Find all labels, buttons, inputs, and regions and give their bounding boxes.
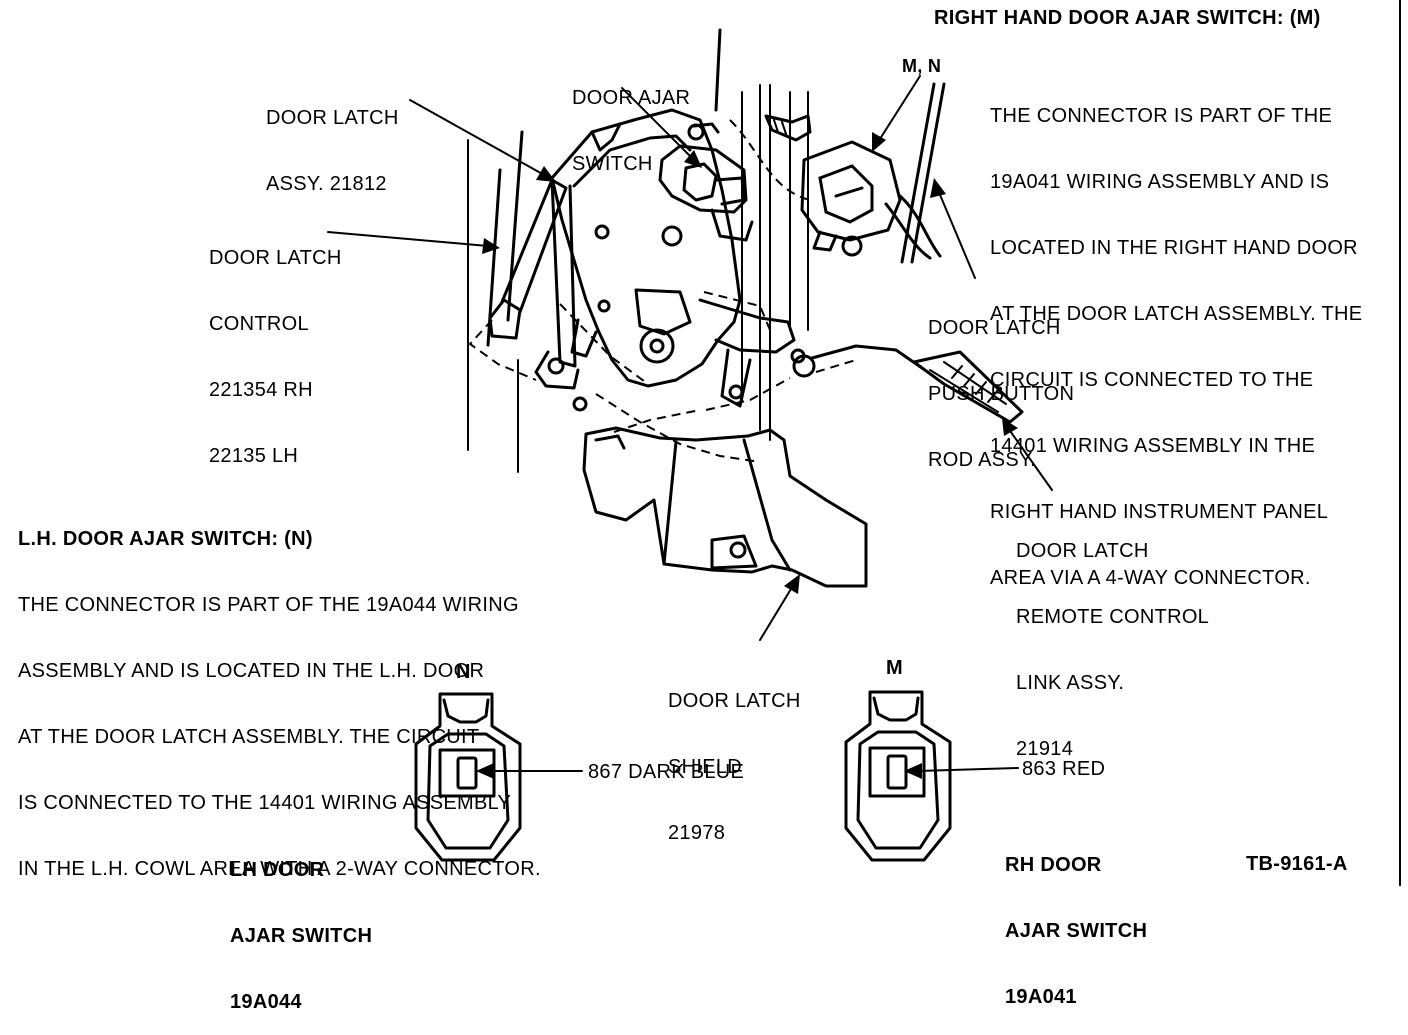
callout-line: ASSY. 21812 [266, 173, 387, 195]
right-hand-switch-description: THE CONNECTOR IS PART OF THE 19A041 WIRI… [990, 61, 1362, 611]
push-button-rod-part [900, 82, 946, 264]
right-desc-line: AT THE DOOR LATCH ASSEMBLY. THE [990, 303, 1363, 325]
callout-line: REMOTE CONTROL [1016, 606, 1210, 628]
right-desc-line: CIRCUIT IS CONNECTED TO THE [990, 369, 1314, 391]
callout-line: 22135 LH [209, 445, 299, 467]
lh-wire-label: 867 DARK BLUE [588, 761, 745, 783]
right-hand-switch-title: RIGHT HAND DOOR AJAR SWITCH: (M) [934, 7, 1321, 29]
right-desc-line: 14401 WIRING ASSEMBLY IN THE [990, 435, 1316, 457]
lh-note-line: IS CONNECTED TO THE 14401 WIRING ASSEMBL… [18, 792, 512, 814]
lh-note-line: ASSEMBLY AND IS LOCATED IN THE L.H. DOOR [18, 660, 485, 682]
callout-line: 221354 RH [209, 379, 313, 401]
right-desc-line: THE CONNECTOR IS PART OF THE [990, 105, 1333, 127]
door-latch-assy-callout: DOOR LATCH ASSY. 21812 [266, 63, 399, 217]
push-button-rod-callout: DOOR LATCH PUSH BUTTON ROD ASSY. [928, 273, 1074, 493]
mn-connector-part [729, 119, 942, 260]
latch-diagram-drawing [327, 0, 1401, 886]
lh-note-line: AT THE DOOR LATCH ASSEMBLY. THE CIRCUIT [18, 726, 480, 748]
door-ajar-switch-part [658, 144, 754, 242]
rh-wire-label: 863 RED [1022, 758, 1106, 780]
callout-line: SWITCH [572, 153, 653, 175]
rh-connector-caption: RH DOOR AJAR SWITCH 19A041 [1005, 810, 1147, 1030]
caption-line: RH DOOR [1005, 854, 1102, 876]
lh-note-line: IN THE L.H. COWL AREA WITH A 2-WAY CONNE… [18, 858, 541, 880]
callout-line: DOOR LATCH [1016, 540, 1149, 562]
remote-control-link-part [790, 344, 1024, 424]
door-latch-control-callout: DOOR LATCH CONTROL 221354 RH 22135 LH [209, 203, 342, 489]
rh-connector-letter: M [886, 657, 903, 679]
door-latch-shield-callout: DOOR LATCH SHIELD 21978 [668, 646, 801, 866]
lh-switch-note: L.H. DOOR AJAR SWITCH: (N) THE CONNECTOR… [18, 484, 541, 902]
callout-line: DOOR LATCH [266, 107, 399, 129]
door-panel-lines [467, 28, 809, 473]
screw-part [764, 114, 812, 142]
lh-connector-face [414, 692, 522, 862]
lh-connector-caption: LH DOOR AJAR SWITCH 19A044 [230, 815, 372, 1035]
right-desc-line: 19A041 WIRING ASSEMBLY AND IS [990, 171, 1330, 193]
callout-line: ROD ASSY. [928, 449, 1036, 471]
right-desc-line: LOCATED IN THE RIGHT HAND DOOR [990, 237, 1358, 259]
callout-line: 21978 [668, 822, 726, 844]
remote-control-link-callout: DOOR LATCH REMOTE CONTROL LINK ASSY. 219… [1016, 496, 1209, 782]
lh-switch-note-title: L.H. DOOR AJAR SWITCH: (N) [18, 528, 313, 550]
callout-line: DOOR AJAR [572, 87, 691, 109]
rh-connector-face [844, 690, 952, 862]
callout-line: PUSH BUTTON [928, 383, 1075, 405]
right-desc-line: AREA VIA A 4-WAY CONNECTOR. [990, 567, 1311, 589]
caption-line: AJAR SWITCH [1005, 920, 1148, 942]
caption-line: 19A041 [1005, 986, 1077, 1008]
caption-line: LH DOOR [230, 859, 325, 881]
lh-connector-letter: N [456, 661, 471, 683]
door-ajar-switch-callout: DOOR AJAR SWITCH [572, 43, 690, 197]
mn-connector-callout: M, N [902, 56, 942, 76]
right-desc-line: RIGHT HAND INSTRUMENT PANEL [990, 501, 1329, 523]
caption-line: 19A044 [230, 991, 302, 1013]
callout-line: DOOR LATCH [928, 317, 1061, 339]
callout-line: DOOR LATCH [668, 690, 801, 712]
door-latch-shield-part [582, 409, 868, 588]
callout-line: SHIELD [668, 756, 743, 778]
callout-line: 21914 [1016, 738, 1074, 760]
callout-line: LINK ASSY. [1016, 672, 1125, 694]
door-latch-assembly-part [534, 108, 796, 412]
lh-note-line: THE CONNECTOR IS PART OF THE 19A044 WIRI… [18, 594, 519, 616]
figure-id: TB-9161-A [1246, 853, 1348, 875]
callout-line: DOOR LATCH [209, 247, 342, 269]
door-latch-control-part [488, 178, 577, 368]
callout-line: CONTROL [209, 313, 309, 335]
caption-line: AJAR SWITCH [230, 925, 373, 947]
phantom-lines [468, 291, 791, 463]
